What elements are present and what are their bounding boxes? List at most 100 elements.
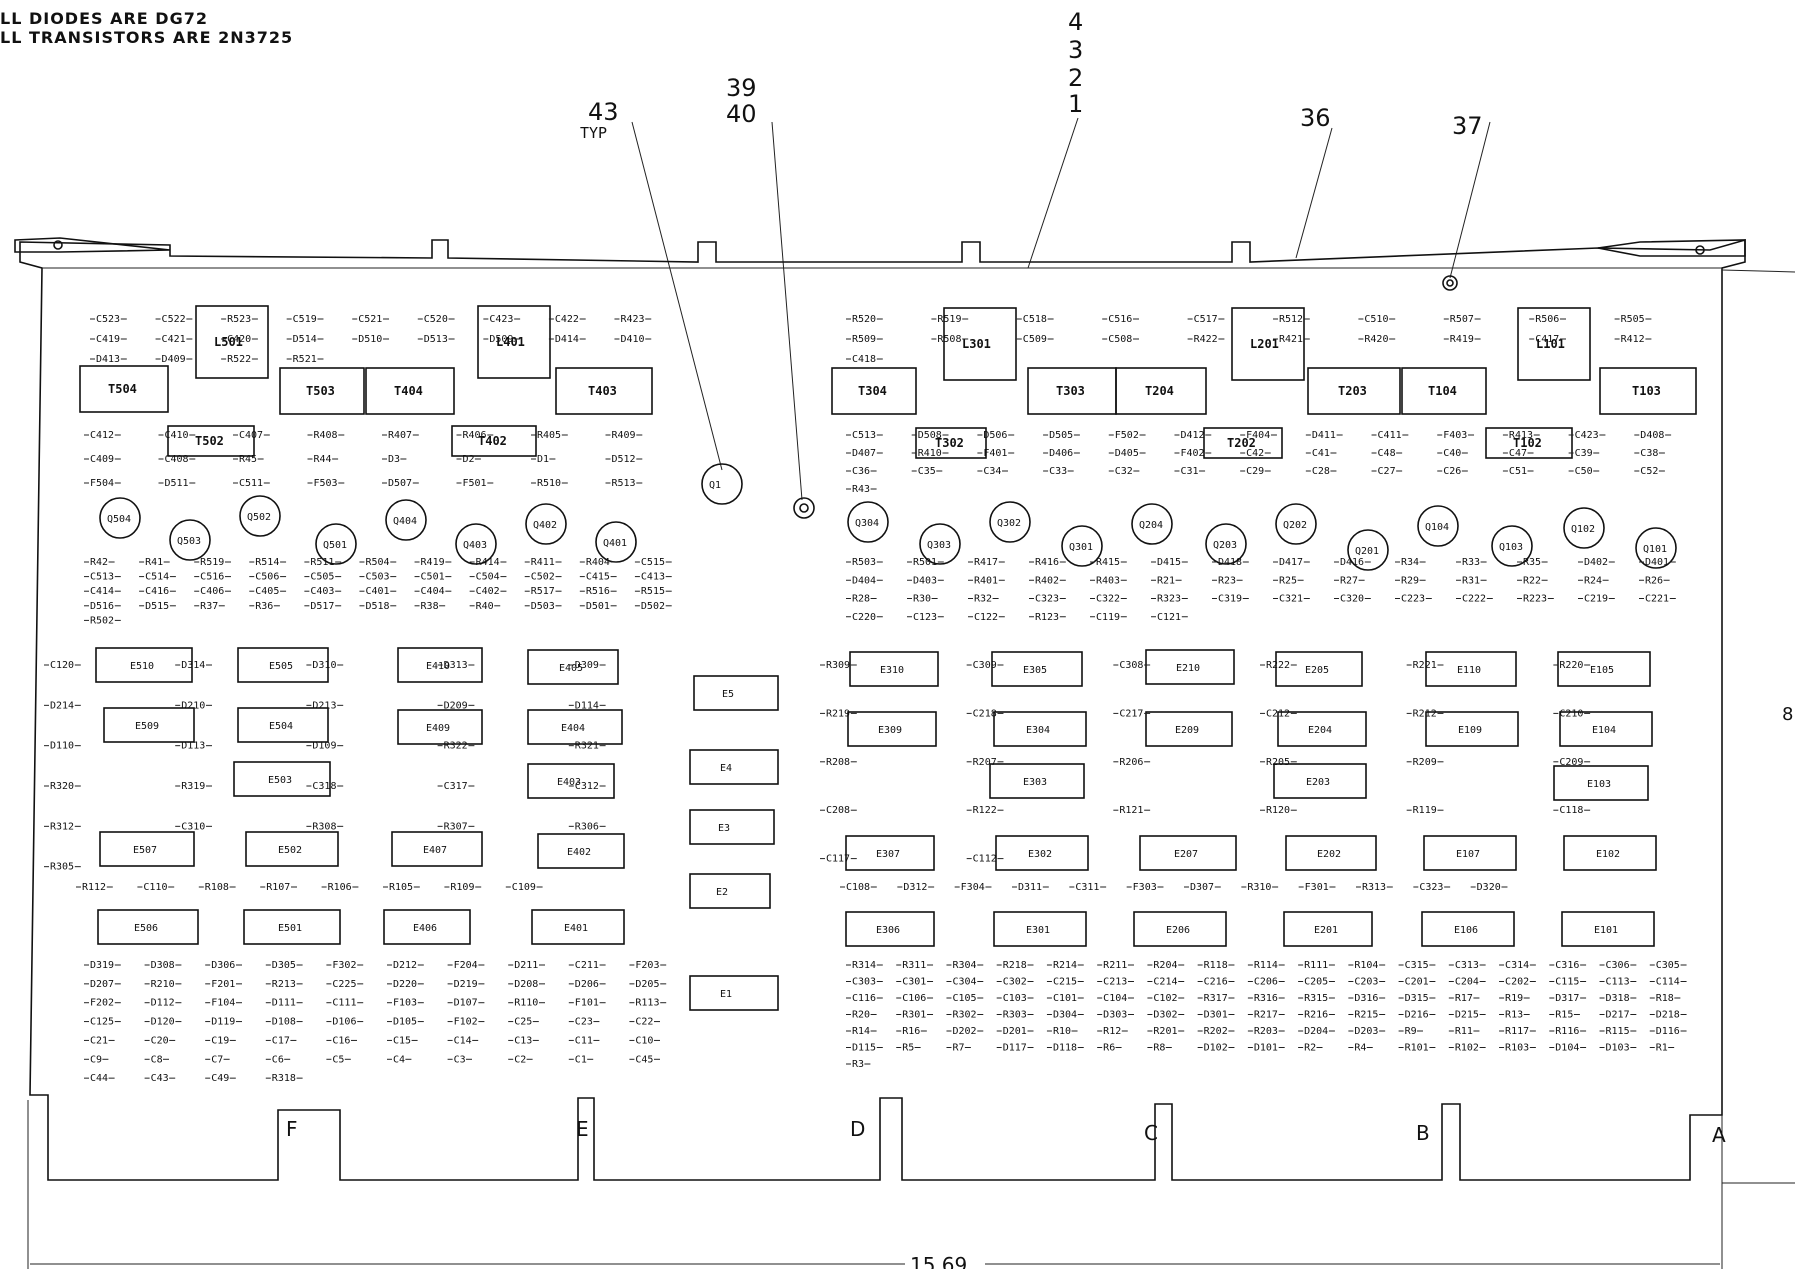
component-c1: C1 bbox=[568, 1054, 594, 1065]
label-e506: E506 bbox=[134, 923, 158, 934]
component-r312: R312 bbox=[44, 821, 81, 832]
component-r423: R423 bbox=[614, 314, 652, 325]
component-c401: C401 bbox=[359, 586, 397, 597]
ic-body bbox=[237, 707, 329, 743]
component-r40: R40 bbox=[469, 601, 501, 612]
component-r110: R110 bbox=[508, 998, 545, 1009]
component-d408: D408 bbox=[1634, 430, 1672, 441]
component-r511: R511 bbox=[304, 557, 342, 568]
component-c102: C102 bbox=[1147, 993, 1185, 1004]
component-r17: R17 bbox=[1448, 993, 1480, 1004]
label-t203: T203 bbox=[1338, 384, 1367, 398]
component-d206: D206 bbox=[568, 979, 606, 990]
leader-line bbox=[1027, 117, 1079, 269]
component-label: C418 bbox=[852, 354, 876, 365]
callout-3-number: 3 bbox=[1068, 36, 1083, 64]
ic-e203: E203 bbox=[1273, 763, 1367, 799]
component-label: C40 bbox=[1443, 448, 1461, 459]
component-label: R404 bbox=[586, 557, 610, 568]
component-c314: C314 bbox=[1499, 960, 1536, 971]
component-label: F203 bbox=[635, 960, 659, 971]
component-label: D514 bbox=[293, 334, 317, 345]
component-c123: C123 bbox=[907, 612, 944, 623]
component-label: C116 bbox=[852, 993, 876, 1004]
component-label: C407 bbox=[239, 430, 263, 441]
component-label: C414 bbox=[90, 586, 114, 597]
component-label: R40 bbox=[476, 601, 494, 612]
transformer-body bbox=[915, 427, 987, 459]
component-r513: R513 bbox=[605, 478, 643, 489]
component-r109: R109 bbox=[444, 882, 482, 893]
component-label: C11 bbox=[575, 1035, 593, 1046]
component-c44: C44 bbox=[84, 1073, 115, 1084]
component-label: C319 bbox=[1218, 594, 1242, 605]
component-label: R32 bbox=[974, 594, 992, 605]
ic-e101: E101 bbox=[1561, 911, 1655, 947]
component-c423: C423 bbox=[483, 314, 521, 325]
component-d502: D502 bbox=[634, 601, 672, 612]
component-c7: C7 bbox=[205, 1054, 230, 1065]
ic-body bbox=[1145, 649, 1235, 685]
transistor-q1: Q1 bbox=[701, 463, 743, 505]
transistor-q101: Q101 bbox=[1635, 527, 1677, 569]
component-label: C29 bbox=[1246, 466, 1264, 477]
transistor-q201: Q201 bbox=[1347, 529, 1389, 571]
component-c23: C23 bbox=[568, 1017, 600, 1028]
component-r106: R106 bbox=[321, 882, 359, 893]
ejector-left bbox=[14, 237, 171, 253]
component-label: C106 bbox=[902, 993, 926, 1004]
component-c211: C211 bbox=[568, 960, 606, 971]
component-d113: D113 bbox=[175, 741, 212, 752]
component-r310: R310 bbox=[1241, 882, 1279, 893]
label-e510: E510 bbox=[130, 661, 154, 672]
label-q402: Q402 bbox=[533, 520, 557, 531]
component-label: R21 bbox=[1157, 575, 1175, 586]
component-label: R14 bbox=[852, 1026, 870, 1037]
component-label: R305 bbox=[50, 862, 74, 873]
component-c6: C6 bbox=[265, 1054, 291, 1065]
component-label: R115 bbox=[1606, 1026, 1630, 1037]
component-c323: C323 bbox=[1029, 594, 1066, 605]
component-label: C217 bbox=[1119, 708, 1143, 719]
component-label: D413 bbox=[96, 354, 120, 365]
component-label: R33 bbox=[1462, 557, 1480, 568]
component-label: R36 bbox=[255, 601, 273, 612]
component-label: C523 bbox=[96, 314, 120, 325]
label-e501: E501 bbox=[278, 923, 302, 934]
component-r216: R216 bbox=[1298, 1010, 1335, 1021]
component-d410: D410 bbox=[614, 334, 652, 345]
component-c215: C215 bbox=[1046, 977, 1084, 988]
transistor-q503: Q503 bbox=[169, 519, 211, 561]
component-r219: R219 bbox=[820, 708, 857, 719]
component-c309: C309 bbox=[966, 660, 1004, 671]
component-d218: D218 bbox=[1649, 1010, 1687, 1021]
component-label: D319 bbox=[90, 960, 114, 971]
label-e203: E203 bbox=[1306, 777, 1330, 788]
component-label: R416 bbox=[1035, 557, 1059, 568]
component-d317: D317 bbox=[1549, 993, 1587, 1004]
component-label: R403 bbox=[1096, 575, 1120, 586]
label-e403: E403 bbox=[557, 777, 581, 788]
component-c411: C411 bbox=[1371, 430, 1409, 441]
component-label: F401 bbox=[983, 448, 1007, 459]
component-d416: D416 bbox=[1334, 557, 1371, 568]
component-r11: R11 bbox=[1448, 1026, 1480, 1037]
component-label: C111 bbox=[332, 998, 356, 1009]
component-c310: C310 bbox=[175, 821, 212, 832]
callout-36: 36 bbox=[1295, 104, 1333, 259]
ic-body bbox=[99, 831, 195, 867]
component-f504: F504 bbox=[84, 478, 121, 489]
ic-body bbox=[1273, 763, 1367, 799]
ic-body bbox=[995, 835, 1089, 871]
component-label: D120 bbox=[151, 1017, 175, 1028]
component-r319: R319 bbox=[175, 781, 212, 792]
component-label: C121 bbox=[1157, 612, 1181, 623]
component-label: R23 bbox=[1218, 575, 1236, 586]
component-c318: C318 bbox=[306, 781, 344, 792]
component-d505: D505 bbox=[1043, 430, 1080, 441]
component-label: D415 bbox=[1157, 557, 1181, 568]
component-label: C214 bbox=[1153, 977, 1177, 988]
component-r404: R404 bbox=[579, 557, 617, 568]
component-label: D302 bbox=[1153, 1010, 1177, 1021]
component-d117: D117 bbox=[996, 1043, 1034, 1054]
